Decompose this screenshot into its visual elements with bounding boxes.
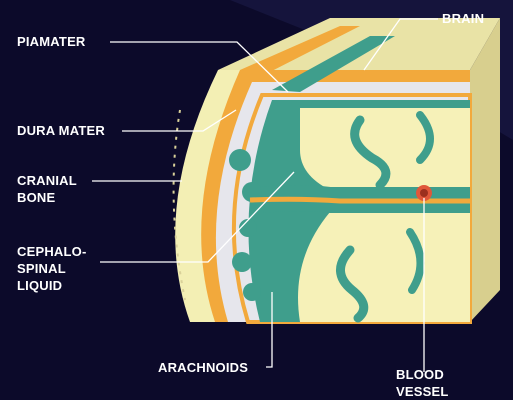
label-blood-vessel: BLOOD VESSEL <box>396 366 449 400</box>
trabecula-3 <box>239 219 257 237</box>
trabecula-5 <box>243 283 261 301</box>
blood-vessel-inner <box>420 189 428 197</box>
trabecula-4 <box>232 252 252 272</box>
label-dura-mater: DURA MATER <box>17 122 105 139</box>
block-right-face <box>470 18 500 322</box>
brain-tissue-lower <box>298 212 470 322</box>
label-piamater: PIAMATER <box>17 33 86 50</box>
dura-septum <box>250 199 470 201</box>
label-cranial-bone: CRANIAL BONE <box>17 172 77 206</box>
label-cephalo-spinal-liquid: CEPHALO- SPINAL LIQUID <box>17 243 87 294</box>
label-brain: BRAIN <box>442 10 484 27</box>
label-arachnoids: ARACHNOIDS <box>158 359 248 376</box>
trabecula-1 <box>229 149 251 171</box>
